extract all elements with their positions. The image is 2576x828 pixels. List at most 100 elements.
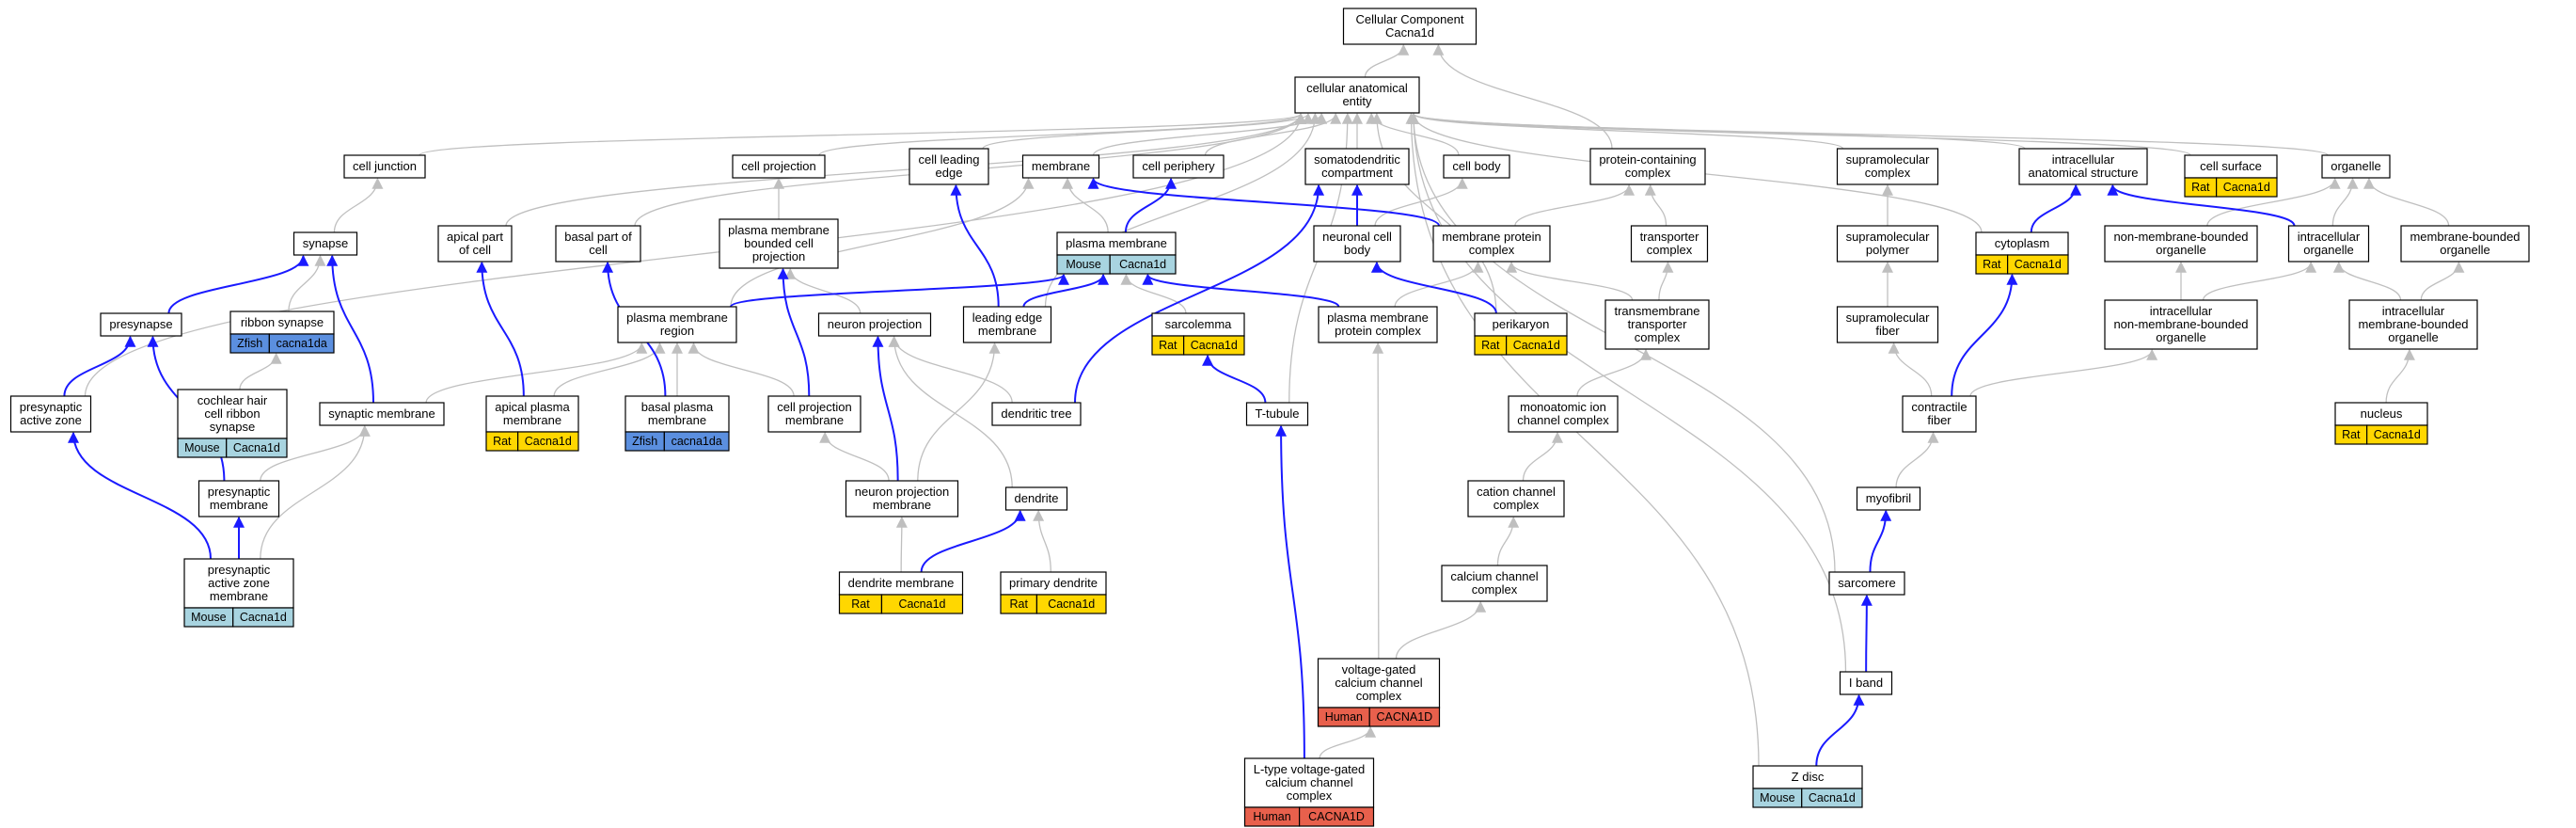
node-cellprojection[interactable]: cell projection (732, 154, 826, 179)
part-of-edge-presynapse-to-synapse (167, 254, 309, 314)
is-a-edge-monoatomic-to-transmembranetransporter (1576, 348, 1651, 397)
species-label: Mouse (1066, 258, 1101, 271)
node-box (909, 148, 989, 185)
node-ttubule[interactable]: T-tubule (1245, 402, 1309, 426)
is-a-edge-contractilefiber-to-intracellnonmembrane (1969, 348, 2158, 397)
node-cellbody[interactable]: cell body (1443, 154, 1510, 179)
node-dendrite[interactable]: dendrite (1004, 486, 1068, 511)
species-label: Zfish (632, 435, 657, 448)
node-iband[interactable]: I band (1839, 671, 1893, 695)
node-label: body (1344, 243, 1371, 257)
node-label: plasma membrane (1066, 236, 1167, 250)
part-of-edge-pmproteincomplex-to-plasmamembrane (1142, 273, 1340, 308)
node-synapse[interactable]: synapse (292, 231, 358, 256)
node-synapticmembrane[interactable]: synaptic membrane (319, 402, 445, 426)
node-label: cell periphery (1142, 159, 1215, 173)
node-label: complex (1287, 788, 1333, 803)
node-box (229, 310, 335, 335)
gene-badge (226, 438, 288, 458)
node-box (1975, 231, 2069, 256)
is-a-edge-leadingedgemembrane-to-cae (1044, 112, 1321, 308)
node-label: neuron projection (855, 485, 949, 499)
is-a-edge-pmregion-to-membrane (730, 177, 1035, 308)
node-box (1245, 402, 1309, 426)
node-celljunction[interactable]: cell junction (343, 154, 426, 179)
node-presynapse[interactable]: presynapse (100, 312, 182, 337)
node-membrane[interactable]: membrane (1021, 154, 1100, 179)
species-label: Human (1325, 710, 1363, 724)
part-of-edge-leadingedgemembrane-to-leadingedge (950, 183, 1000, 308)
node-label: sarcomere (1838, 576, 1895, 590)
node-organelle[interactable]: organelle (2321, 154, 2391, 179)
node-label: membrane (648, 413, 706, 427)
gene-badge (2007, 254, 2069, 275)
node-label: apical plasma (495, 400, 570, 414)
node-neuronprojection[interactable]: neuron projection (817, 312, 932, 337)
node-myofibril[interactable]: myofibril (1856, 486, 1921, 511)
node-box (2018, 148, 2148, 185)
node-label: supramolecular (1846, 310, 1931, 325)
node-cellperiphery[interactable]: cell periphery (1132, 154, 1225, 179)
node-label: calcium channel (1335, 676, 1422, 690)
node-sarcomere[interactable]: sarcomere (1828, 571, 1905, 596)
is-a-edge-apicalpm-to-pmregion (553, 342, 666, 397)
node-label: Cacna1d (1385, 25, 1434, 40)
node-label: presynaptic (20, 400, 83, 414)
is-a-edge-membraneproteincomplex-to-proteincontaining (1514, 183, 1636, 227)
node-box (1752, 765, 1863, 789)
node-intracellnonmembrane[interactable]: intracellularnon-membrane-boundedorganel… (2104, 299, 2258, 350)
node-dendritictree[interactable]: dendritic tree (991, 402, 1082, 426)
node-label: membrane-bounded (2410, 230, 2520, 244)
is-a-edge-nucleus-to-intracellmembrane (2385, 348, 2415, 404)
node-label: cell junction (353, 159, 417, 173)
species-label: Mouse (191, 611, 227, 624)
